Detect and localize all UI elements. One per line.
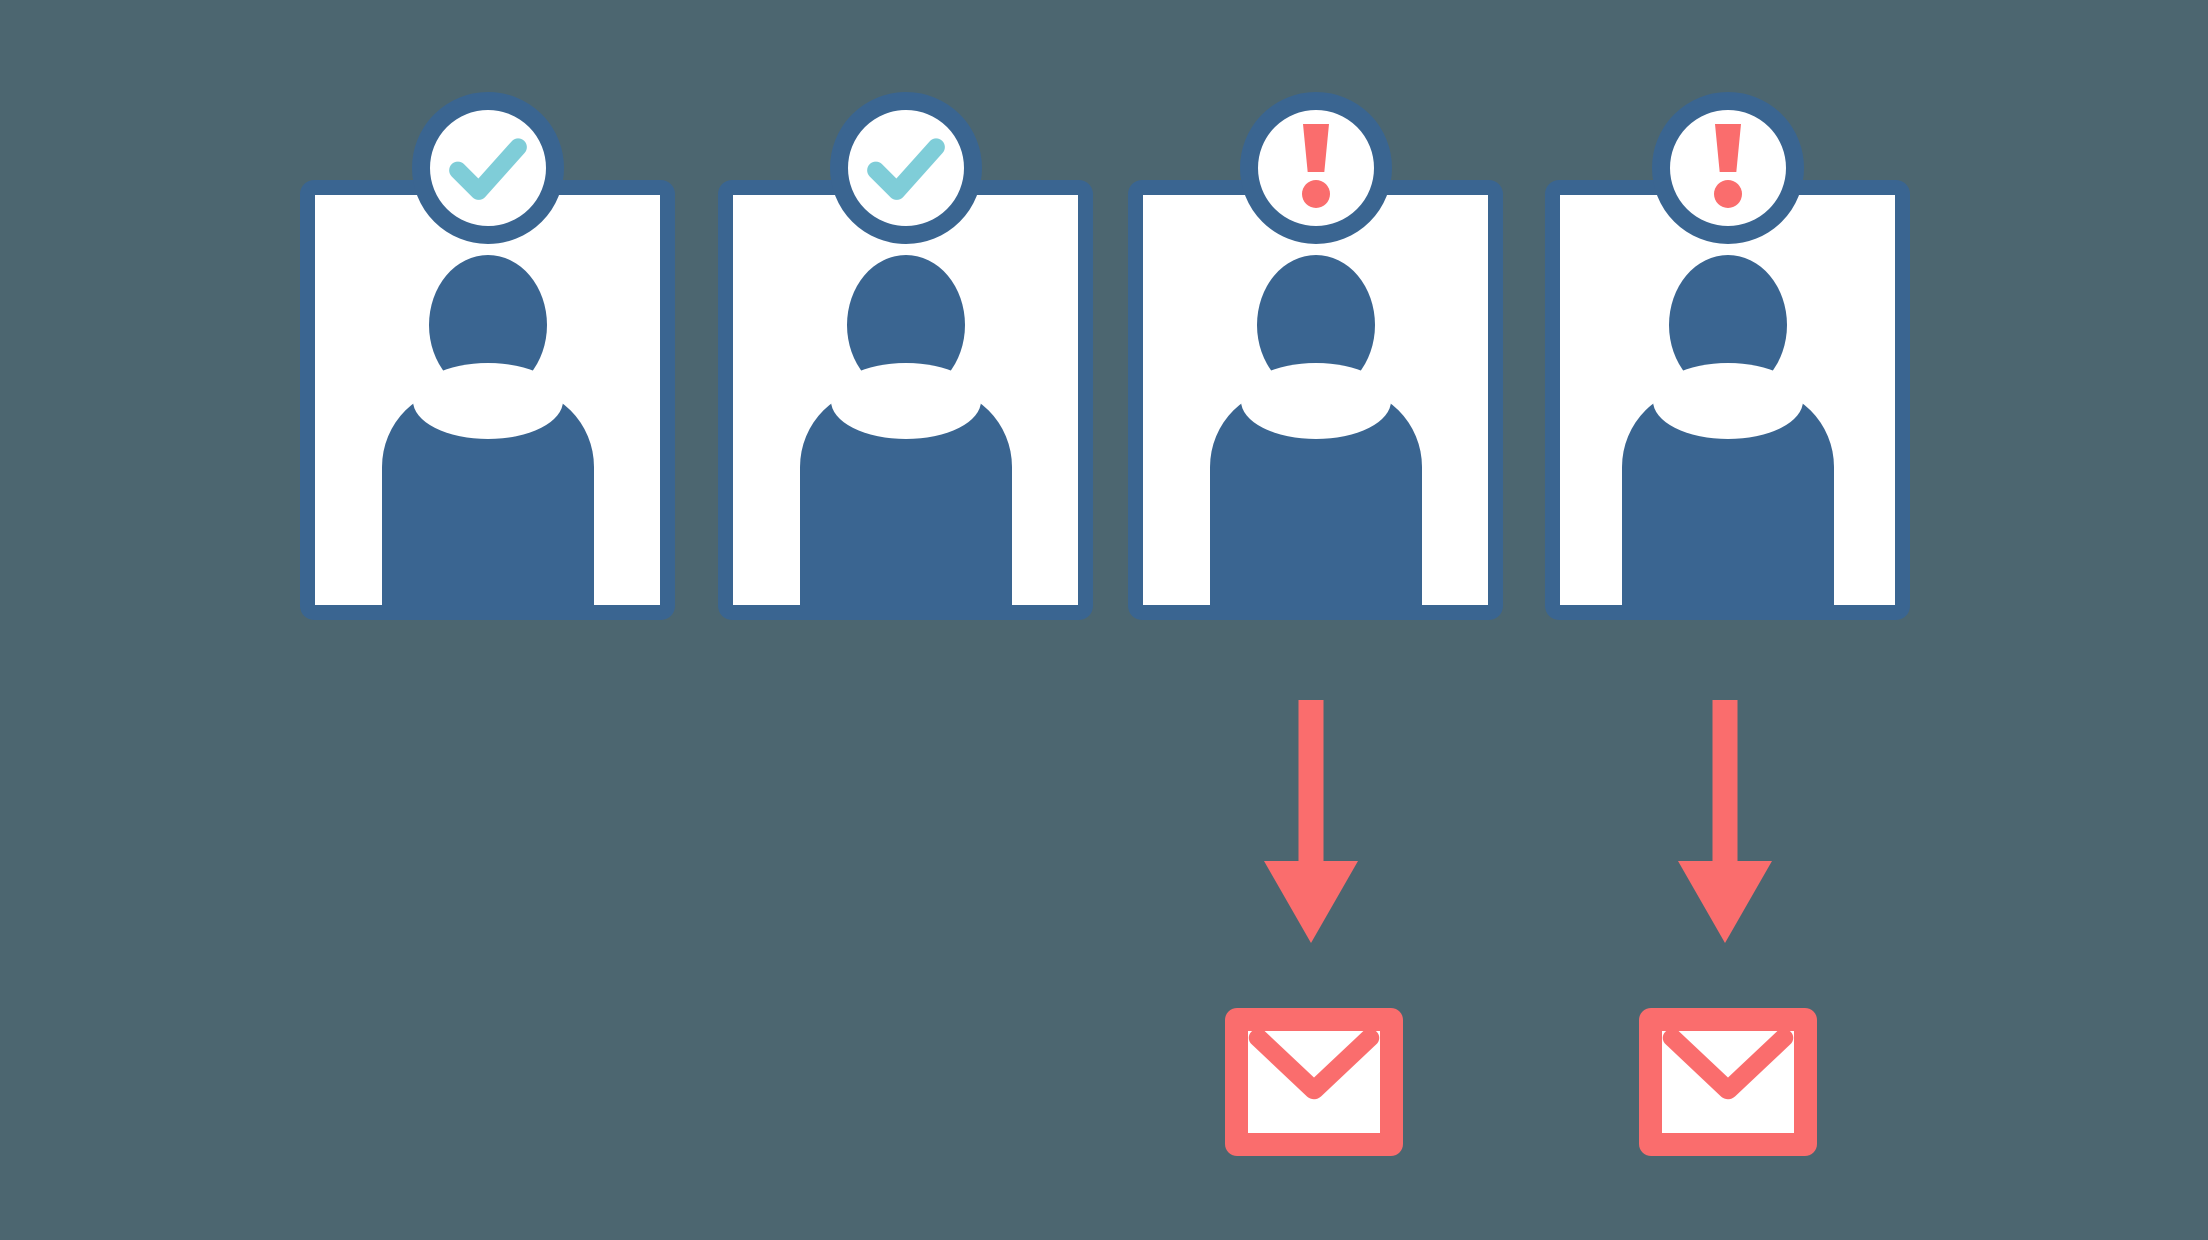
badge-card-2[interactable] <box>718 180 1093 620</box>
person-silhouette <box>733 195 1078 605</box>
arrow-shaft <box>1298 700 1324 875</box>
person-silhouette <box>315 195 660 605</box>
check-icon <box>449 138 527 200</box>
exclamation-dot-icon <box>1714 180 1742 208</box>
status-badge-alert-3[interactable] <box>1240 92 1392 244</box>
badge-card-4[interactable] <box>1545 180 1910 620</box>
envelope-1[interactable] <box>1225 1008 1403 1156</box>
person-neck-gap <box>412 363 563 439</box>
down-arrow-2 <box>1678 700 1772 943</box>
envelope-flap-icon <box>1248 1031 1380 1100</box>
badge-card-3[interactable] <box>1128 180 1503 620</box>
exclamation-bar-icon <box>1715 124 1741 172</box>
person-neck-gap <box>830 363 981 439</box>
status-badge-verified-1[interactable] <box>412 92 564 244</box>
person-silhouette <box>1560 195 1895 605</box>
exclamation-dot-icon <box>1302 180 1330 208</box>
status-badge-verified-2[interactable] <box>830 92 982 244</box>
person-silhouette <box>1143 195 1488 605</box>
exclamation-bar-icon <box>1303 124 1329 172</box>
arrow-head <box>1264 861 1358 943</box>
status-badge-alert-4[interactable] <box>1652 92 1804 244</box>
down-arrow-1 <box>1264 700 1358 943</box>
person-neck-gap <box>1240 363 1391 439</box>
person-neck-gap <box>1652 363 1803 439</box>
arrow-shaft <box>1712 700 1738 875</box>
check-icon <box>867 138 945 200</box>
badge-card-1[interactable] <box>300 180 675 620</box>
arrow-head <box>1678 861 1772 943</box>
envelope-flap-icon <box>1662 1031 1794 1100</box>
envelope-2[interactable] <box>1639 1008 1817 1156</box>
